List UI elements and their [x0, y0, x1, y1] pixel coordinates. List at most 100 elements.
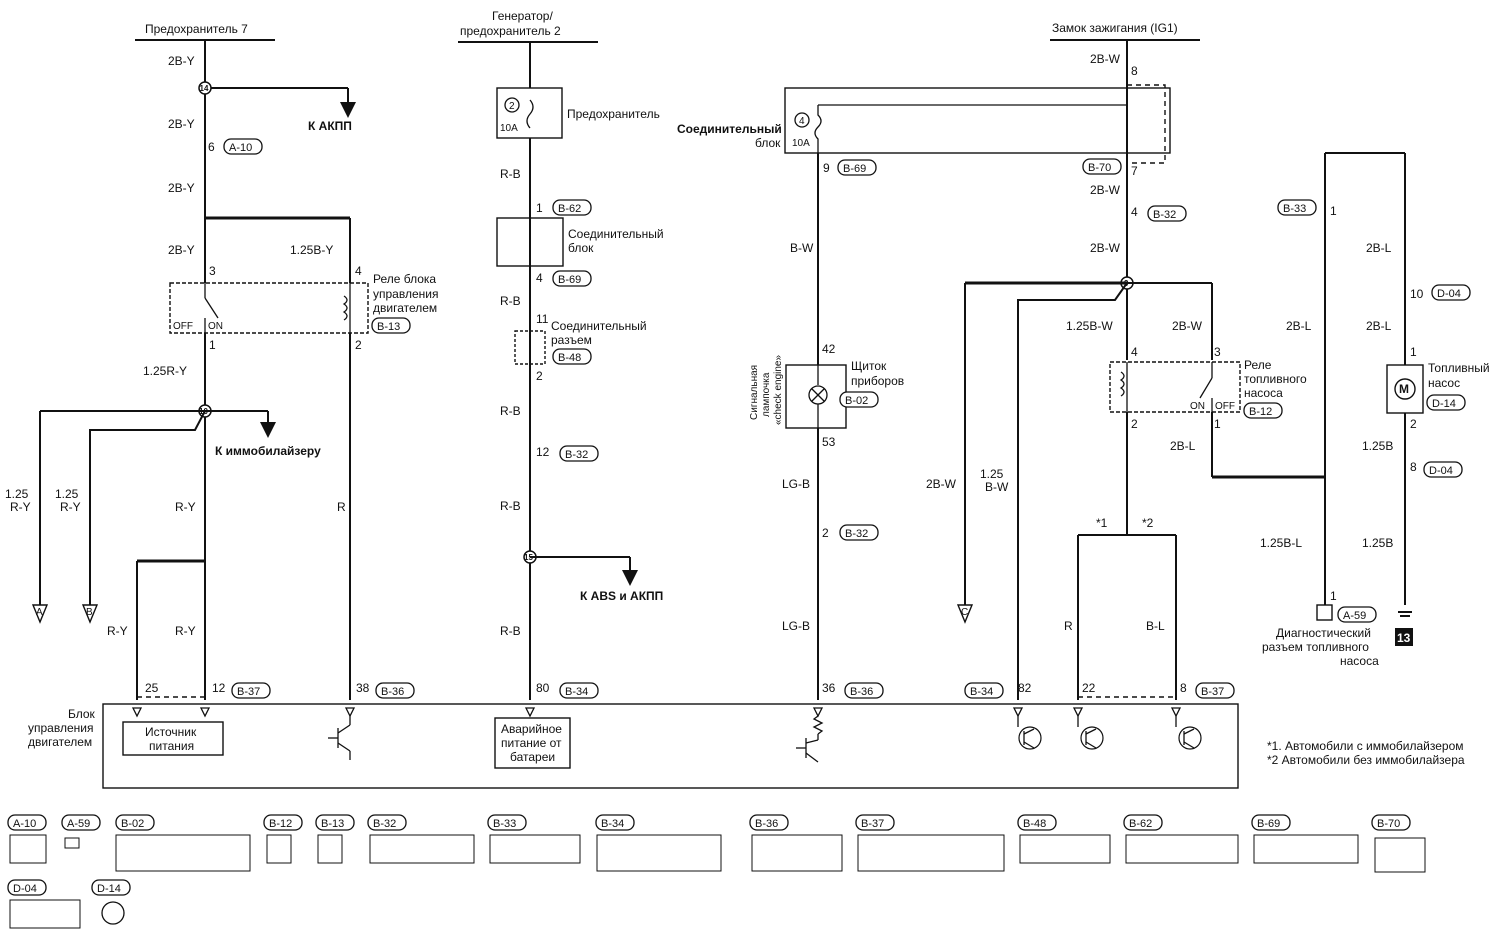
pin-8-ign: 8 — [1131, 64, 1138, 78]
pump-label2: насос — [1428, 376, 1460, 390]
pin-2-b32: 2 — [822, 526, 829, 540]
wire-2BL-a: 2B-L — [1170, 439, 1196, 453]
svg-text:D-04: D-04 — [13, 883, 37, 895]
conn-b36-tag-right: B-36 — [844, 682, 884, 699]
conn-b62-tag: B-62 — [552, 199, 592, 216]
wire-125BY: 1.25B-Y — [290, 243, 333, 257]
relay-fuel-label2: топливного — [1244, 372, 1307, 386]
pin-9-b69: 9 — [823, 161, 830, 175]
svg-text:B-32: B-32 — [373, 818, 396, 830]
fuse-2-number: 2 — [509, 101, 515, 112]
pump-motor-icon: M — [1399, 382, 1409, 396]
pin-6: 6 — [208, 140, 215, 154]
wire-RY-a: R-Y — [10, 500, 31, 514]
wire-125-a: 1.25 — [5, 487, 29, 501]
conn-b34-tag-right: B-34 — [964, 682, 1004, 699]
svg-text:B-32: B-32 — [1153, 209, 1176, 221]
relay-ecu-off: OFF — [173, 321, 193, 332]
wire-RB-a: R-B — [500, 167, 521, 181]
svg-text:C: C — [961, 607, 968, 618]
svg-text:B-13: B-13 — [377, 321, 400, 333]
backup-label1: Аварийное — [501, 722, 562, 736]
wire-125-b: 1.25 — [55, 487, 79, 501]
wire-2BW-e: 2B-W — [926, 477, 957, 491]
jblock-mid-label1: Соединительный — [568, 227, 664, 241]
jblock-fuse-rating: 10A — [792, 138, 810, 149]
legend-b69: B-69 — [1251, 814, 1291, 831]
fuel-pump: M — [1386, 364, 1424, 414]
wire-2BY-d: 2B-Y — [168, 243, 195, 257]
conn-d14-tag: D-14 — [1426, 394, 1466, 411]
conn-b70-tag-right: B-70 — [1082, 158, 1122, 175]
svg-text:B-34: B-34 — [970, 686, 993, 698]
relay-fuel-on: ON — [1190, 401, 1205, 412]
wire-125BW: 1.25B-W — [1066, 319, 1113, 333]
diag-label3: насоса — [1340, 654, 1379, 668]
pin-38: 38 — [356, 681, 370, 695]
jblock-fuse-number: 4 — [799, 116, 805, 127]
fuse-2-label: Предохранитель — [567, 107, 660, 121]
wire-R-b: R — [1064, 619, 1073, 633]
jblock-right-label1: Соединительный — [677, 122, 782, 136]
relay-fuel-label1: Реле — [1244, 358, 1272, 372]
svg-text:B-36: B-36 — [850, 686, 873, 698]
ecu-block — [102, 703, 1239, 789]
conn-b32-tag-mid: B-32 — [559, 445, 599, 462]
legend-b34: B-34 — [595, 814, 635, 831]
source-generator-label1: Генератор/ — [492, 9, 553, 23]
svg-text:B-69: B-69 — [1257, 818, 1280, 830]
source-generator-label2: предохранитель 2 — [460, 24, 561, 38]
conn-d04-tag-b: D-04 — [1423, 461, 1463, 478]
svg-text:B-33: B-33 — [1283, 203, 1306, 215]
ecu-label1: Блок — [68, 707, 96, 721]
pin-3: 3 — [209, 264, 216, 278]
svg-text:B-48: B-48 — [558, 352, 581, 364]
pin-4-b69: 4 — [536, 271, 543, 285]
legend-b12: B-12 — [263, 814, 303, 831]
wire-RY-c: R-Y — [175, 500, 196, 514]
svg-text:D-04: D-04 — [1437, 288, 1461, 300]
lamp-label3: «check engine» — [773, 355, 784, 425]
conn-a59-tag: A-59 — [1337, 606, 1377, 623]
wire-RB-d: R-B — [500, 499, 521, 513]
svg-text:B-69: B-69 — [558, 274, 581, 286]
svg-text:B-37: B-37 — [861, 818, 884, 830]
svg-text:B-32: B-32 — [845, 528, 868, 540]
relay-fuel-off: OFF — [1215, 401, 1235, 412]
wire-2BY-c: 2B-Y — [168, 181, 195, 195]
svg-text:B-62: B-62 — [1129, 818, 1152, 830]
ecu-label3: двигателем — [28, 735, 92, 749]
conn-b13-tag: B-13 — [371, 317, 411, 334]
wire-LGB-b: LG-B — [782, 619, 810, 633]
source-generator: Генератор/ предохранитель 2 — [458, 9, 598, 43]
conn-b33-tag: B-33 — [1277, 199, 1317, 216]
pin-22: 22 — [1082, 681, 1096, 695]
svg-text:A-10: A-10 — [13, 818, 36, 830]
legend-b36: B-36 — [749, 814, 789, 831]
transistor-icon-36 — [796, 715, 824, 763]
pin-1-pump: 1 — [1410, 345, 1417, 359]
legend-b62: B-62 — [1123, 814, 1163, 831]
pin-42: 42 — [822, 342, 836, 356]
pin-1-fuelrelay: 1 — [1214, 417, 1221, 431]
ground-13: 13 — [1395, 611, 1413, 646]
pin-4-b32: 4 — [1131, 205, 1138, 219]
legend-b48: B-48 — [1017, 814, 1057, 831]
wire-RY-d: R-Y — [107, 624, 128, 638]
svg-text:B-13: B-13 — [321, 818, 344, 830]
wire-2BL-d: 2B-L — [1366, 319, 1392, 333]
relay-ecu-label2: управления — [373, 287, 438, 301]
svg-text:B-36: B-36 — [755, 818, 778, 830]
transistor-icon-38 — [328, 716, 351, 760]
svg-text:B-02: B-02 — [121, 818, 144, 830]
lamp-label2: лампочка — [761, 372, 772, 417]
svg-text:B-69: B-69 — [843, 163, 866, 175]
source-ignition: Замок зажигания (IG1) — [1050, 21, 1200, 41]
wire-RY-b: R-Y — [60, 500, 81, 514]
variant-2: *2 — [1142, 516, 1154, 530]
legend-b70: B-70 — [1371, 814, 1411, 831]
jblock-right-label2: блок — [755, 136, 781, 150]
dest-abs: К ABS и АКПП — [580, 589, 663, 603]
diag-label1: Диагностический — [1276, 626, 1371, 640]
relay-fuel: ON OFF — [1109, 361, 1241, 413]
